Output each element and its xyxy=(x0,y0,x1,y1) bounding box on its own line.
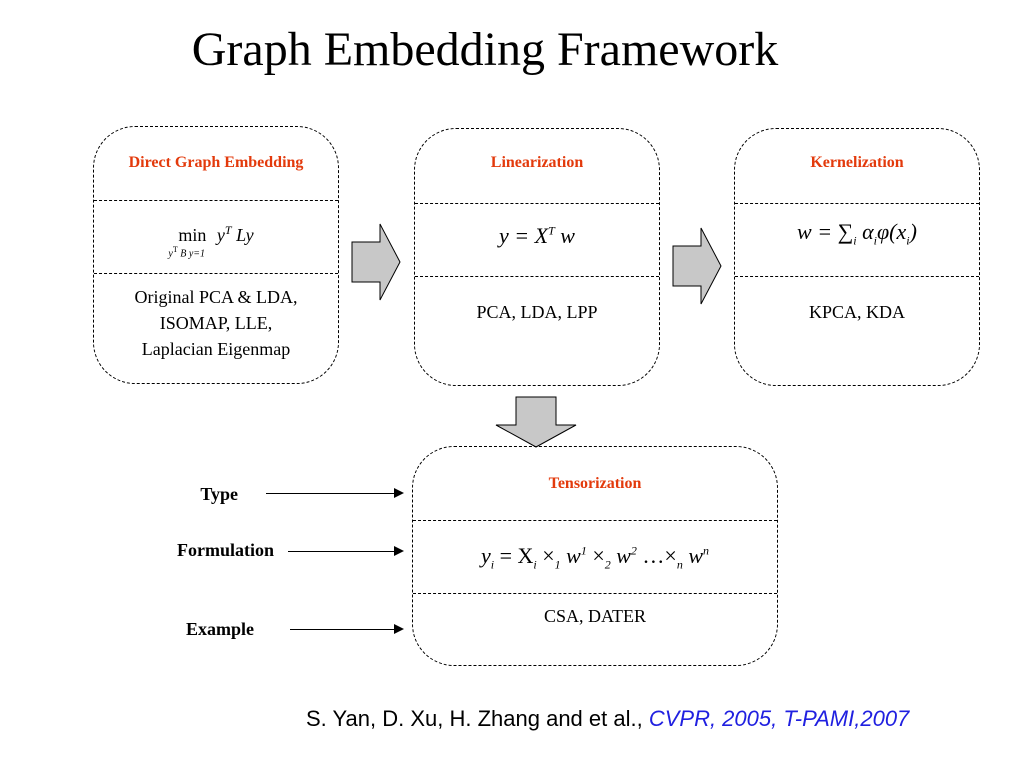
separator xyxy=(415,276,659,277)
citation-venue: CVPR, 2005, T-PAMI,2007 xyxy=(648,706,910,731)
direct-graph-embedding-box: Direct Graph Embedding min yT B y=1 yT L… xyxy=(93,126,339,384)
separator xyxy=(94,273,338,274)
kernelization-examples: KPCA, KDA xyxy=(808,302,905,322)
arrow-head xyxy=(394,546,404,556)
linearization-box: Linearization y = XT w PCA, LDA, LPP xyxy=(414,128,660,386)
kernelization-heading: Kernelization xyxy=(810,154,904,171)
arrow-line xyxy=(290,629,394,630)
row-label-example: Example xyxy=(185,619,254,639)
arrow-head xyxy=(394,488,404,498)
citation: S. Yan, D. Xu, H. Zhang and et al., CVPR… xyxy=(306,706,909,732)
tensorization-box: Tensorization yi = Xi ×1 w1 ×2 w2 …×n wn… xyxy=(412,446,778,666)
separator xyxy=(94,200,338,201)
tensorization-examples: CSA, DATER xyxy=(543,606,646,626)
row-label-type: Type xyxy=(200,484,238,504)
linearization-formula: y = XT w xyxy=(499,223,575,248)
direct-graph-embedding-heading: Direct Graph Embedding xyxy=(128,154,304,171)
right-block-arrow xyxy=(351,223,401,301)
linearization-heading: Linearization xyxy=(490,154,584,171)
separator xyxy=(413,520,777,521)
citation-authors: S. Yan, D. Xu, H. Zhang and et al., xyxy=(306,706,649,731)
linearization-examples: PCA, LDA, LPP xyxy=(476,302,598,322)
kernelization-box: Kernelization w = ∑i αiφ(xi) KPCA, KDA xyxy=(734,128,980,386)
formula-min: min xyxy=(178,225,207,245)
separator xyxy=(413,593,777,594)
separator xyxy=(415,203,659,204)
kernelization-formula: w = ∑i αiφ(xi) xyxy=(797,219,917,248)
arrow-head xyxy=(394,624,404,634)
right-block-arrow xyxy=(672,227,722,305)
separator xyxy=(735,276,979,277)
tensorization-heading: Tensorization xyxy=(548,475,642,492)
separator xyxy=(735,203,979,204)
direct-graph-embedding-examples: Original PCA & LDA, ISOMAP, LLE, Laplaci… xyxy=(134,287,298,359)
arrow-line xyxy=(266,493,394,494)
tensorization-formula: yi = Xi ×1 w1 ×2 w2 …×n wn xyxy=(480,543,710,572)
direct-graph-embedding-formula: min yT B y=1 yT Ly xyxy=(168,223,254,260)
down-block-arrow xyxy=(495,396,577,448)
row-label-formulation: Formulation xyxy=(177,540,274,560)
arrow-line xyxy=(288,551,394,552)
page-title: Graph Embedding Framework xyxy=(191,23,779,76)
